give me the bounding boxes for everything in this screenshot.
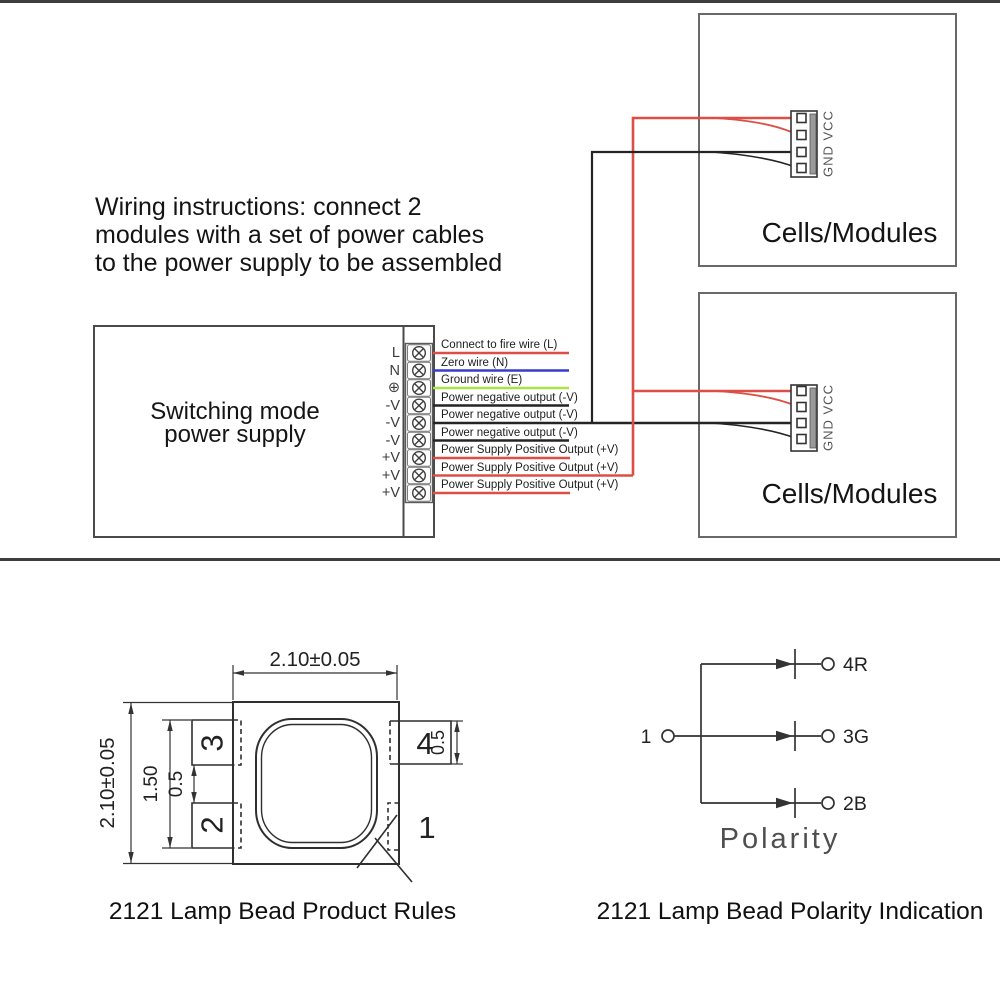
power-supply-box	[93, 325, 435, 538]
connector-gnd-vcc-label-top: GND VCC	[820, 110, 836, 177]
wire-label-neutral: Zero wire (N)	[441, 356, 509, 369]
terminal-label-neg1: -V	[385, 397, 401, 414]
lens-outer	[255, 718, 378, 849]
pin-3g-circle	[821, 729, 835, 743]
dim-pad-height-label: 0.5	[428, 730, 448, 755]
dim-pitch-label: 1.50	[141, 766, 162, 803]
common-pin-circle	[661, 729, 675, 743]
cells-modules-label-bottom: Cells/Modules	[761, 478, 938, 509]
polarity-caption: 2121 Lamp Bead Polarity Indication	[596, 898, 984, 925]
dimension-lines	[123, 665, 463, 865]
pad-3	[191, 719, 242, 766]
pad4-number: 4	[416, 726, 433, 761]
pad2-number: 2	[195, 816, 230, 833]
terminal-label-n: N	[389, 362, 400, 379]
pad-4	[389, 720, 452, 765]
power-supply-title-line2: power supply	[164, 421, 306, 448]
cells-modules-label-top: Cells/Modules	[761, 217, 938, 248]
wire-label-pos3: Power Supply Positive Output (+V)	[441, 479, 619, 491]
polarity-pin-2b: 2B	[843, 793, 867, 815]
wire-label-ground: Ground wire (E)	[441, 374, 523, 386]
instructions-line-2: modules with a set of power cables	[95, 221, 485, 249]
top-border-line	[0, 0, 1000, 3]
lamp-bead-caption: 2121 Lamp Bead Product Rules	[108, 898, 457, 925]
wire-label-pos2: Power Supply Positive Output (+V)	[441, 461, 619, 474]
terminal-label-neg2: -V	[385, 415, 401, 431]
terminal-label-l: L	[391, 345, 400, 361]
wire-label-pos1: Power Supply Positive Output (+V)	[441, 444, 619, 456]
pad1-number: 1	[418, 810, 435, 845]
connector-gnd-vcc-label-bottom: GND VCC	[820, 384, 836, 451]
pad3-number: 3	[195, 734, 230, 751]
lamp-bead-drawing: 2.10±0.05 2.10±0.05 1.50 0.5 0.5 3 2 4 1	[96, 648, 463, 883]
wire-label-neg1: Power negative output (-V)	[441, 391, 578, 404]
dim-height-label: 2.10±0.05	[96, 737, 119, 828]
wire-label-neg2: Power negative output (-V)	[441, 409, 578, 421]
lens-inner	[260, 723, 373, 844]
dim-width-label: 2.10±0.05	[269, 648, 360, 671]
power-supply-title-line1: Switching mode	[150, 398, 320, 425]
wiring-instructions-text: Wiring instructions: connect 2 modules w…	[95, 193, 575, 277]
terminal-label-neg3: -V	[385, 432, 401, 449]
terminal-label-pos3: +V	[381, 485, 400, 501]
dimension-arrows	[128, 670, 460, 863]
terminal-label-ground: ⊕	[387, 380, 400, 396]
polarity-title: Polarity	[719, 823, 841, 855]
polarity-diagram: 1 4R 3G 2B	[641, 649, 869, 818]
section-divider-line	[0, 558, 1000, 561]
instructions-line-3: to the power supply to be assembled	[95, 249, 503, 277]
pad-1	[387, 802, 399, 851]
package-outline	[232, 701, 400, 865]
terminal-label-pos1: +V	[381, 450, 400, 466]
polarity-pin-3g: 3G	[843, 726, 869, 748]
pin-2b-circle	[821, 796, 835, 810]
dim-gap-label: 0.5	[166, 771, 187, 797]
polarity-pin-1: 1	[641, 727, 652, 748]
terminal-label-pos2: +V	[381, 467, 400, 484]
pin-4r-circle	[821, 657, 835, 671]
polarity-pin-4r: 4R	[843, 654, 868, 676]
pad-2	[191, 802, 242, 849]
power-supply-title: Switching mode power supply	[100, 398, 370, 448]
pin1-chamfer-mark	[356, 814, 413, 883]
wire-label-live: Connect to fire wire (L)	[441, 339, 558, 351]
wire-label-neg3: Power negative output (-V)	[441, 426, 578, 439]
instructions-line-1: Wiring instructions: connect 2	[95, 193, 422, 221]
